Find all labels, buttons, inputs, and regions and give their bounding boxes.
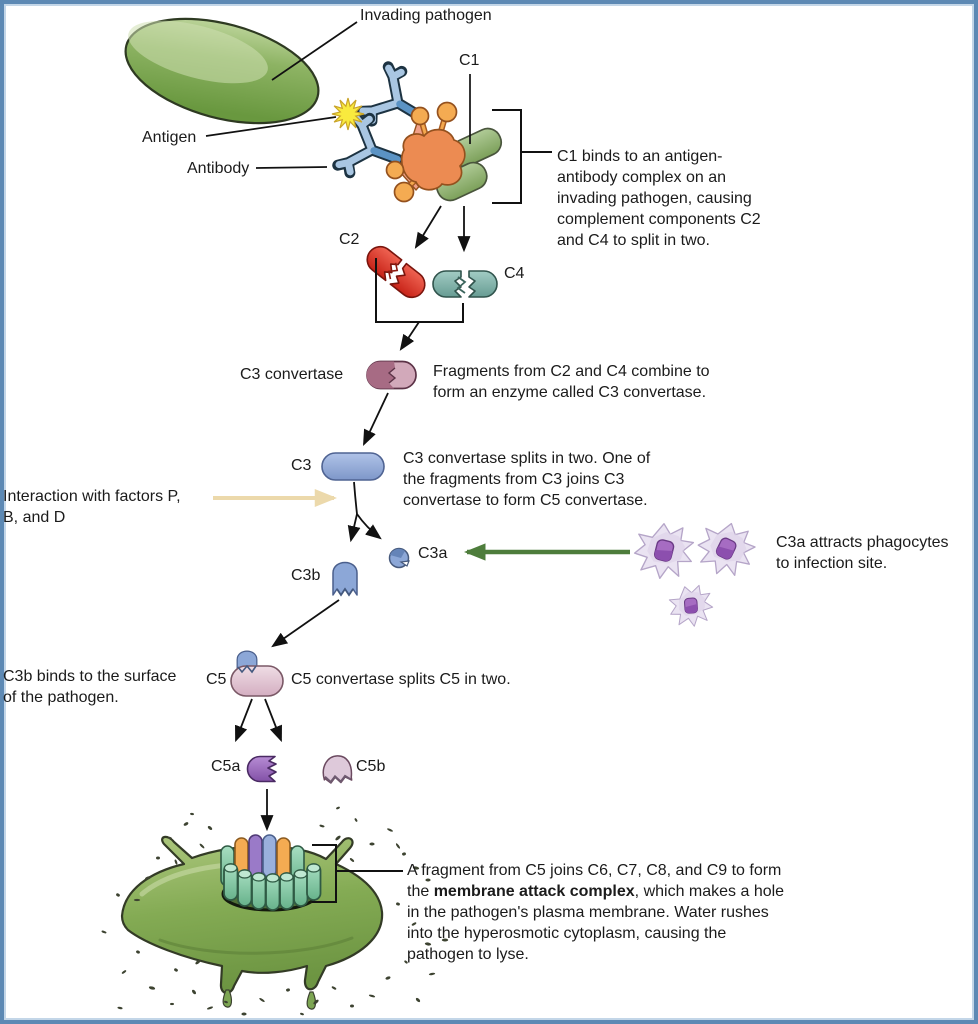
pointer-antigen: [205, 116, 337, 137]
arrow-to-c3-convertase: [399, 321, 420, 351]
arrow-to-c3: [363, 392, 389, 447]
label-c5: C5: [206, 671, 227, 688]
label-antibody: Antibody: [187, 160, 250, 177]
c5a-fragment: [246, 755, 277, 783]
arrow-to-c3b: [347, 513, 361, 543]
membrane-attack-complex: [220, 834, 322, 912]
bracket-c2-c4: [375, 258, 464, 323]
c3b-fragment: [332, 561, 358, 596]
invading-pathogen-shape: [124, 17, 320, 125]
annotation-c5-splits: C5 convertase splits C5 in two.: [291, 671, 511, 688]
c4-fragments: [432, 270, 498, 298]
annotation-fragments-combine: Fragments from C2 and C4 combine to form…: [433, 363, 710, 401]
label-c3: C3: [291, 457, 312, 474]
pointer-lines: [205, 21, 471, 169]
debris-specks: [101, 806, 449, 1016]
c3-shape: [321, 452, 385, 481]
arrow-to-c5b: [264, 698, 282, 743]
arrow-c3b-to-c5: [271, 599, 340, 648]
annotation-mac: A fragment from C5 joins C6, C7, C8, and…: [407, 860, 882, 965]
annotation-c1-binds: C1 binds to an antigen- antibody complex…: [557, 148, 761, 249]
arrow-to-c2: [414, 205, 442, 249]
c1-complex: [385, 101, 503, 203]
annotation-mac-bold: membrane attack complex: [433, 883, 635, 900]
label-c5b: C5b: [356, 758, 386, 775]
label-c3b: C3b: [291, 567, 321, 584]
label-invading-pathogen: Invading pathogen: [360, 7, 492, 24]
line-c3-split: [353, 481, 358, 515]
label-c5a: C5a: [211, 758, 241, 775]
bracket-mac: [312, 844, 403, 903]
arrow-to-c3a: [356, 513, 382, 540]
phagocytes: [633, 517, 760, 633]
pointer-antibody: [255, 166, 328, 169]
label-c4: C4: [504, 265, 525, 282]
annotation-mac-text-after: , which makes a hole in the pathogen's p…: [407, 883, 785, 963]
annotation-factors: Interaction with factors P, B, and D: [3, 488, 181, 526]
bracket-c1: [492, 109, 552, 204]
c2-fragments: [366, 245, 426, 299]
label-c1: C1: [459, 52, 480, 69]
c3a-fragment: [388, 547, 410, 569]
label-c2: C2: [339, 231, 360, 248]
annotation-mac-text-before: A fragment from C5 joins C6, C7, C8, and…: [407, 862, 782, 900]
antigen-shape: [331, 97, 365, 131]
annotation-c3-splits: C3 convertase splits in two. One of the …: [403, 450, 651, 509]
c3-convertase-shape: [366, 360, 417, 390]
pointer-invading-pathogen: [271, 21, 358, 81]
label-c3a: C3a: [418, 545, 448, 562]
c5b-fragment: [322, 755, 353, 784]
arrow-to-c5a: [235, 698, 253, 743]
annotation-c3a-attracts: C3a attracts phagocytes to infection sit…: [776, 534, 949, 572]
label-antigen: Antigen: [142, 129, 197, 146]
label-c3-convertase: C3 convertase: [240, 366, 344, 383]
annotation-c3b-binds: C3b binds to the surface of the pathogen…: [3, 668, 177, 706]
c5-convertase-shape: [230, 650, 284, 697]
